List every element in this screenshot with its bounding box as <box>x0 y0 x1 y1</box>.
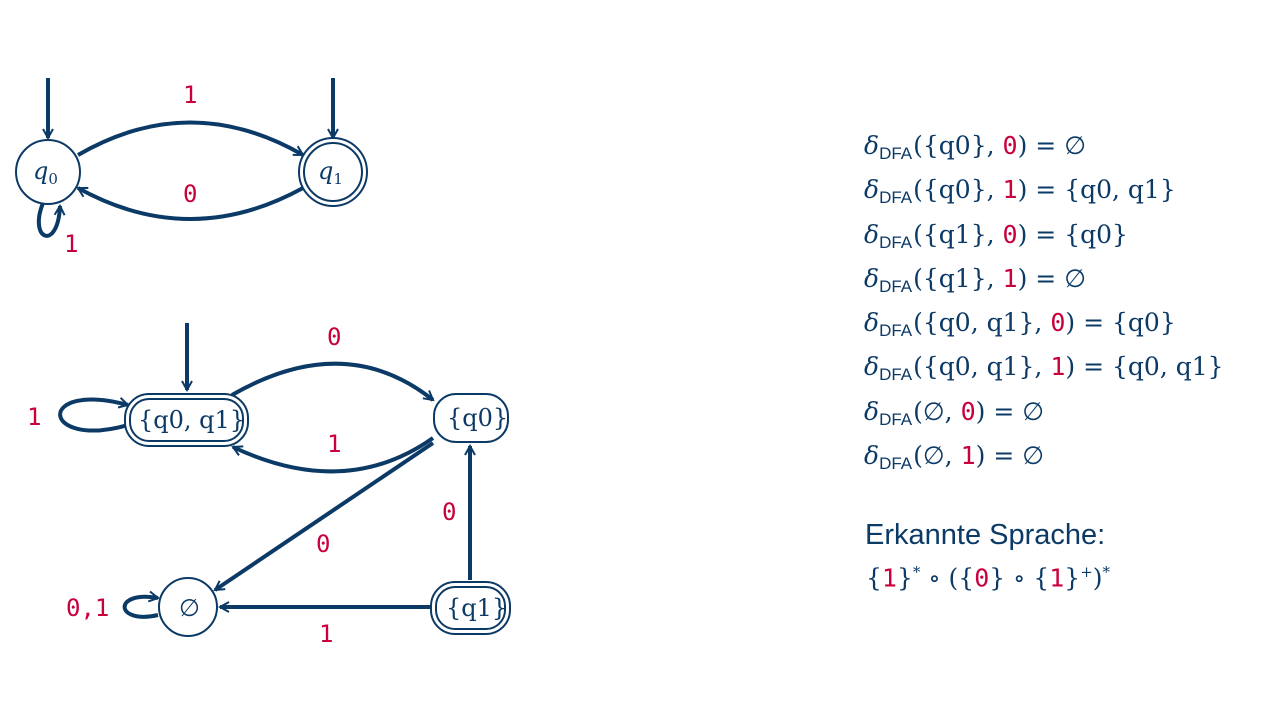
delta-row: δDFA(∅, 1) = ∅ <box>864 441 1045 474</box>
dfa-q0-label: {q0} <box>447 404 508 432</box>
dfa-edge-q0-q0q1 <box>233 436 435 474</box>
dfa-label-q0-empty: 0 <box>316 530 330 558</box>
delta-row: δDFA({q1}, 1) = ∅ <box>864 263 1086 296</box>
delta-state: {q0, q1} <box>922 352 1035 382</box>
delta-symbol: δ <box>864 175 880 205</box>
delta-row: δDFA({q0, q1}, 0) = {q0} <box>864 308 1176 341</box>
dfa-state-q0 <box>433 393 509 443</box>
dfa-label-loop-q0q1: 1 <box>27 403 41 431</box>
lang-sym-1b: 1 <box>1049 563 1065 593</box>
dfa-state-q1-inner <box>435 586 506 630</box>
language-expression: {1}* ∘ ({0} ∘ {1}+)* <box>866 563 1111 593</box>
delta-state: {q0} <box>922 131 987 160</box>
nfa-label-q0-q1: 1 <box>183 81 197 109</box>
nfa-loop-q0 <box>36 202 60 238</box>
lang-sym-0: 0 <box>974 563 990 593</box>
delta-symbol: δ <box>864 396 880 426</box>
delta-row: δDFA({q1}, 0) = {q0} <box>864 219 1128 252</box>
delta-row: δDFA({q0, q1}, 1) = {q0, q1} <box>864 352 1224 385</box>
delta-subscript: DFA <box>879 276 913 296</box>
dfa-state-q1 <box>430 581 511 635</box>
delta-subscript: DFA <box>879 232 913 252</box>
nfa-label-q1-q0: 0 <box>183 180 197 208</box>
delta-subscript: DFA <box>879 409 913 429</box>
delta-symbol: δ <box>864 263 880 293</box>
nfa-q1-label: q1 <box>318 157 343 188</box>
nfa-state-q1 <box>298 137 368 207</box>
delta-row: δDFA({q0}, 1) = {q0, q1} <box>864 175 1176 208</box>
delta-state: ∅ <box>922 441 945 471</box>
dfa-q1-label: {q1} <box>446 594 507 622</box>
automaton-diagrams: q0 q1 1 0 1 {q0, q1} {q0} {q1} ∅ 0 1 1 0… <box>15 78 511 648</box>
nfa-q0-label: q0 <box>33 157 58 188</box>
delta-input-symbol: 0 <box>1002 219 1018 249</box>
delta-input-symbol: 1 <box>960 441 976 471</box>
delta-result: ∅ <box>1064 131 1086 160</box>
nfa-state-q0 <box>15 139 81 205</box>
delta-result: ∅ <box>1022 441 1045 471</box>
delta-state: ∅ <box>922 396 945 426</box>
dfa-loop-empty <box>122 597 158 619</box>
dfa-label-q1-empty: 1 <box>319 620 333 648</box>
delta-symbol: δ <box>864 441 880 471</box>
dfa-state-q0q1 <box>124 393 249 447</box>
delta-subscript: DFA <box>879 321 913 341</box>
delta-subscript: DFA <box>879 365 913 385</box>
nfa-label-loop-q0: 1 <box>64 230 78 258</box>
delta-state: {q1} <box>922 263 987 293</box>
delta-result: {q0} <box>1064 219 1128 249</box>
delta-row: δDFA(∅, 0) = ∅ <box>864 396 1045 429</box>
dfa-label-loop-empty: 0,1 <box>66 594 109 622</box>
nfa-diagram <box>15 78 368 238</box>
delta-state: {q0} <box>922 175 987 205</box>
delta-input-symbol: 1 <box>1002 263 1018 293</box>
nfa-edge-q0-q1 <box>76 120 303 157</box>
dfa-state-empty <box>158 577 218 637</box>
delta-symbol: δ <box>864 219 880 249</box>
delta-subscript: DFA <box>879 454 913 474</box>
delta-result: ∅ <box>1022 396 1045 426</box>
delta-symbol: δ <box>864 131 880 160</box>
delta-input-symbol: 1 <box>1050 352 1066 382</box>
delta-input-symbol: 0 <box>960 396 976 426</box>
delta-input-symbol: 1 <box>1002 175 1018 205</box>
dfa-state-q0q1-inner <box>129 398 244 442</box>
delta-function-list: δDFA({q0}, 0) = ∅ δDFA({q0}, 1) = {q0, q1… <box>864 128 1224 482</box>
dfa-diagram <box>58 323 511 637</box>
dfa-loop-q0q1 <box>58 400 128 433</box>
dfa-label-q1-q0: 0 <box>442 498 456 526</box>
delta-result: {q0} <box>1112 308 1176 338</box>
delta-row: δDFA({q0}, 0) = ∅ <box>864 131 1086 163</box>
dfa-empty-label: ∅ <box>179 594 200 622</box>
delta-input-symbol: 0 <box>1050 308 1066 338</box>
delta-result: {q0, q1} <box>1112 352 1224 382</box>
lang-sym-1a: 1 <box>881 563 897 593</box>
delta-subscript: DFA <box>879 188 913 208</box>
delta-symbol: δ <box>864 352 880 382</box>
delta-state: {q0, q1} <box>922 308 1035 338</box>
language-title: Erkannte Sprache: <box>865 519 1106 551</box>
delta-symbol: δ <box>864 308 880 338</box>
delta-result: ∅ <box>1064 263 1086 293</box>
dfa-label-q0q1-q0: 0 <box>327 323 341 351</box>
delta-input-symbol: 0 <box>1002 131 1018 160</box>
dfa-label-q0-q0q1: 1 <box>327 430 341 458</box>
nfa-state-q1-inner <box>303 142 363 202</box>
delta-subscript: DFA <box>879 144 913 163</box>
nfa-edge-q1-q0 <box>78 186 304 221</box>
dfa-edge-q0-empty <box>215 441 435 592</box>
delta-state: {q1} <box>922 219 987 249</box>
dfa-q0q1-label: {q0, q1} <box>138 406 245 434</box>
delta-result: {q0, q1} <box>1064 175 1176 205</box>
dfa-edge-q0q1-q0 <box>231 361 433 402</box>
